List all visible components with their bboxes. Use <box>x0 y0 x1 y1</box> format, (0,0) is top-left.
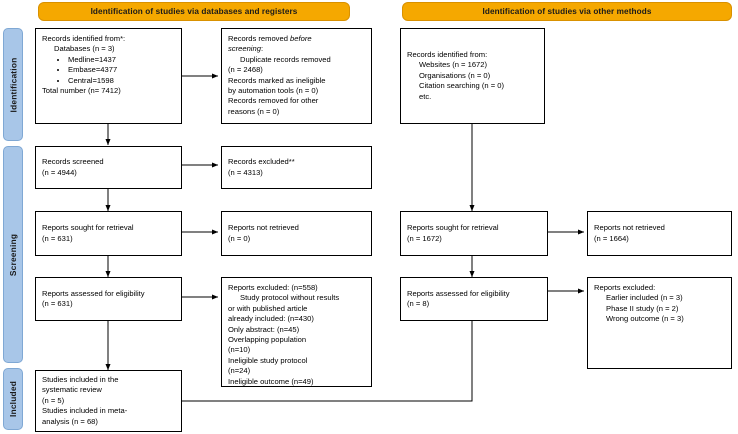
box-reports-excluded-right: Reports excluded: Earlier included (n = … <box>587 277 732 369</box>
box-reports-sought-right: Reports sought for retrieval (n = 1672) <box>400 211 548 256</box>
reports-not-retrieved-right-count: (n = 1664) <box>594 233 629 243</box>
box-records-identified-databases: Records identified from*: Databases (n =… <box>35 28 182 124</box>
records-screened-count: (n = 4944) <box>42 167 77 177</box>
reports-sought-left-count: (n = 631) <box>42 233 73 243</box>
stage-label-identification: Identification <box>8 57 19 112</box>
box-reports-not-retrieved-right: Reports not retrieved (n = 1664) <box>587 211 732 256</box>
stage-label-screening: Screening <box>8 233 19 276</box>
reports-excluded-phase-ii: Phase II study (n = 2) <box>606 303 679 313</box>
reports-assessed-left-count: (n = 631) <box>42 299 73 308</box>
records-identified-other-line1: Records identified from: <box>407 49 488 59</box>
box-reports-assessed-right: Reports assessed for eligibility (n = 8) <box>400 277 548 321</box>
reports-excluded-right-label: Reports excluded: <box>594 283 656 292</box>
records-removed-line2: screening: <box>228 44 365 54</box>
banner-other-methods: Identification of studies via other meth… <box>402 2 732 21</box>
reports-excluded-ineligible-outcome: Ineligible outcome (n=49) <box>228 376 314 386</box>
stage-label-included: Included <box>8 380 19 418</box>
studies-included-meta-1: Studies included in meta- <box>42 406 128 416</box>
banner-databases-registers-label: Identification of studies via databases … <box>90 7 298 16</box>
source-embase: Embase=4377 <box>68 65 175 75</box>
records-identified-total: Total number (n= 7412) <box>42 86 121 96</box>
records-removed-other-2: reasons (n = 0) <box>228 106 280 116</box>
records-removed-automation-2: by automation tools (n = 0) <box>228 86 319 96</box>
stage-sidebar-included: Included <box>3 368 23 430</box>
reports-excluded-protocol-1: Study protocol without results <box>240 293 340 303</box>
records-screened-label: Records screened <box>42 157 104 167</box>
reports-sought-right-label: Reports sought for retrieval <box>407 223 499 233</box>
box-records-excluded: Records excluded** (n = 4313) <box>221 146 372 189</box>
banner-other-methods-label: Identification of studies via other meth… <box>482 7 652 16</box>
studies-included-meta-count: analysis (n = 68) <box>42 416 98 426</box>
reports-not-retrieved-left-count: (n = 0) <box>228 233 251 243</box>
records-excluded-count: (n = 4313) <box>228 167 263 177</box>
reports-excluded-overlapping-1: Overlapping population <box>228 335 307 345</box>
stage-sidebar-screening: Screening <box>3 146 23 363</box>
studies-included-review-count: (n = 5) <box>42 395 65 405</box>
box-studies-included: Studies included in the systematic revie… <box>35 370 182 432</box>
box-records-removed-before-screening: Records removed before screening: Duplic… <box>221 28 372 124</box>
records-identified-websites: Websites (n = 1672) <box>419 60 488 70</box>
box-reports-excluded-left: Reports excluded: (n=558) Study protocol… <box>221 277 372 387</box>
box-records-identified-other: Records identified from: Websites (n = 1… <box>400 28 545 124</box>
reports-assessed-right-count: (n = 8) <box>407 299 430 308</box>
records-identified-organisations: Organisations (n = 0) <box>419 70 491 80</box>
studies-included-review-1: Studies included in the <box>42 374 119 384</box>
reports-not-retrieved-right-label: Reports not retrieved <box>594 223 665 233</box>
records-removed-duplicates: Duplicate records removed <box>240 54 331 64</box>
reports-assessed-left-label: Reports assessed for eligibility <box>42 288 145 298</box>
records-removed-line1: Records removed before <box>228 34 365 44</box>
reports-excluded-earlier-included: Earlier included (n = 3) <box>606 293 683 303</box>
source-medline: Medline=1437 <box>68 55 175 65</box>
reports-excluded-only-abstract: Only abstract: (n=45) <box>228 324 300 334</box>
records-identified-databases: Databases (n = 3) <box>54 44 115 54</box>
records-removed-before-emphasis: before <box>290 34 312 43</box>
stage-sidebar-identification: Identification <box>3 28 23 141</box>
reports-excluded-protocol-3: already included: (n=430) <box>228 314 314 324</box>
reports-excluded-left-total: Reports excluded: (n=558) <box>228 283 318 292</box>
records-identified-line1: Records identified from*: <box>42 34 126 43</box>
records-identified-sources: Medline=1437 Embase=4377 Central=1598 <box>42 55 175 86</box>
records-removed-colon: : <box>260 44 264 54</box>
reports-sought-right-count: (n = 1672) <box>407 233 442 243</box>
reports-not-retrieved-left-label: Reports not retrieved <box>228 223 299 233</box>
source-central: Central=1598 <box>68 76 175 86</box>
reports-excluded-wrong-outcome: Wrong outcome (n = 3) <box>606 314 684 324</box>
records-removed-screening-emphasis: screening <box>228 44 261 54</box>
reports-sought-left-label: Reports sought for retrieval <box>42 223 134 233</box>
box-reports-assessed-left: Reports assessed for eligibility (n = 63… <box>35 277 182 321</box>
records-identified-etc: etc. <box>419 91 432 101</box>
records-removed-automation-1: Records marked as ineligible <box>228 75 326 85</box>
records-removed-duplicates-count: (n = 2468) <box>228 65 263 75</box>
records-removed-line1-text: Records removed <box>228 34 291 43</box>
reports-excluded-protocol-2: or with published article <box>228 303 308 313</box>
studies-included-review-2: systematic review <box>42 385 102 395</box>
reports-excluded-ineligible-protocol-2: (n=24) <box>228 366 251 376</box>
records-removed-other-1: Records removed for other <box>228 96 319 106</box>
records-identified-citation-searching: Citation searching (n = 0) <box>419 81 505 91</box>
banner-databases-registers: Identification of studies via databases … <box>38 2 350 21</box>
box-reports-sought-left: Reports sought for retrieval (n = 631) <box>35 211 182 256</box>
records-excluded-label: Records excluded** <box>228 157 295 167</box>
box-reports-not-retrieved-left: Reports not retrieved (n = 0) <box>221 211 372 256</box>
reports-excluded-ineligible-protocol-1: Ineligible study protocol <box>228 355 308 365</box>
box-records-screened: Records screened (n = 4944) <box>35 146 182 189</box>
reports-excluded-overlapping-2: (n=10) <box>228 345 251 355</box>
reports-assessed-right-label: Reports assessed for eligibility <box>407 288 510 298</box>
